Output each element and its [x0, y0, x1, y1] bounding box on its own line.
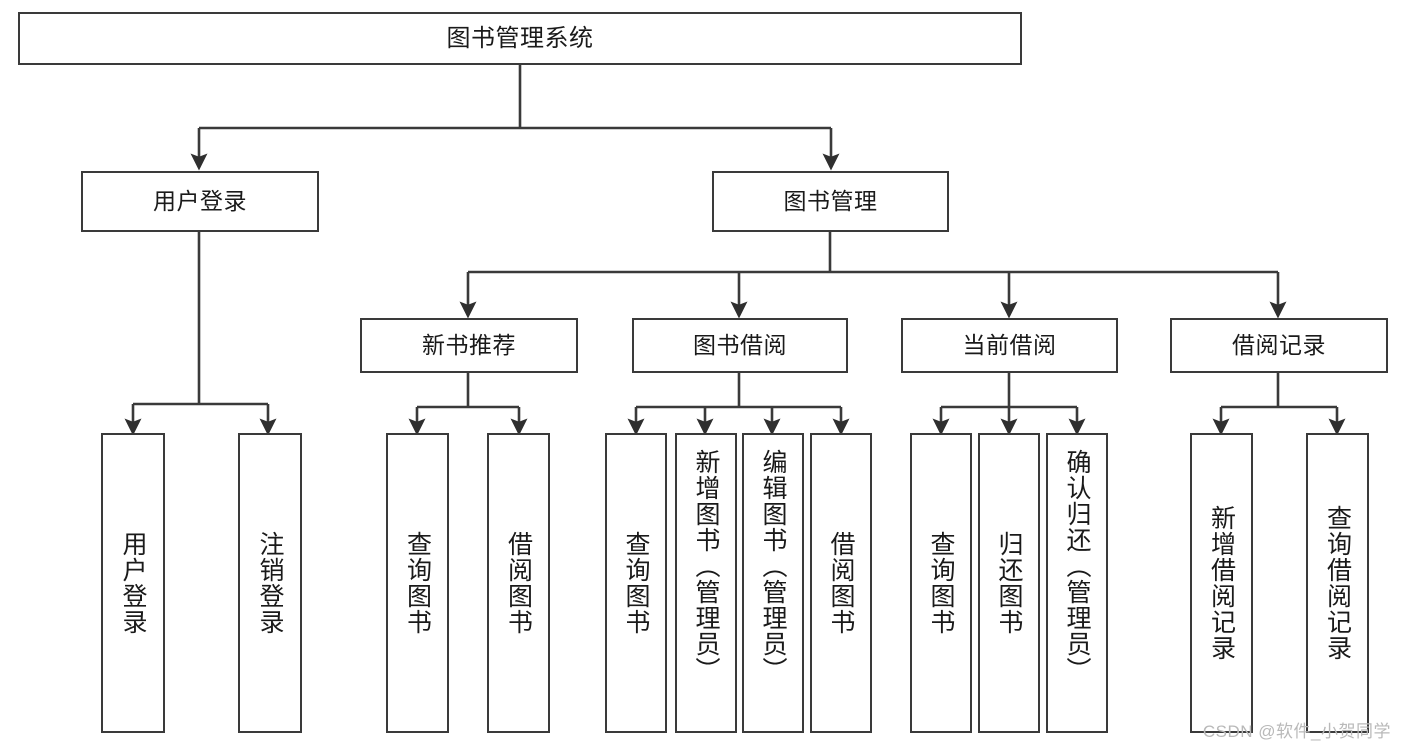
node-leaf-cur-query-book[interactable]: 查询图书	[910, 433, 972, 733]
node-leaf-borrow-query-book[interactable]: 查询图书	[605, 433, 667, 733]
csdn-watermark: CSDN @软件_小贺同学	[1202, 722, 1391, 741]
node-leaf-add-record[interactable]: 新增借阅记录	[1190, 433, 1253, 733]
node-label: 查询图书	[403, 531, 432, 635]
node-label: 编辑图书（管理员）	[759, 449, 787, 683]
node-label: 新增借阅记录	[1207, 505, 1236, 661]
node-label: 图书管理	[783, 188, 878, 215]
node-label: 查询图书	[622, 531, 650, 635]
node-label: 用户登录	[153, 188, 247, 215]
node-label: 用户登录	[119, 531, 147, 635]
node-leaf-return-book[interactable]: 归还图书	[978, 433, 1040, 733]
node-label: 新增图书（管理员）	[692, 449, 720, 683]
node-leaf-confirm-return[interactable]: 确认归还（管理员）	[1046, 433, 1108, 733]
node-label: 查询借阅记录	[1323, 505, 1352, 661]
node-borrow-record[interactable]: 借阅记录	[1170, 318, 1388, 373]
node-book-management[interactable]: 图书管理	[712, 171, 949, 232]
node-label: 借阅记录	[1232, 332, 1326, 359]
node-book-borrow[interactable]: 图书借阅	[632, 318, 848, 373]
node-new-book-recommend[interactable]: 新书推荐	[360, 318, 578, 373]
node-label: 注销登录	[256, 531, 284, 635]
node-current-borrow[interactable]: 当前借阅	[901, 318, 1118, 373]
node-root-book-management-system[interactable]: 图书管理系统	[18, 12, 1022, 65]
node-label: 借阅图书	[827, 531, 855, 635]
node-leaf-user-login[interactable]: 用户登录	[101, 433, 165, 733]
node-label: 归还图书	[995, 531, 1023, 635]
node-label: 查询图书	[927, 531, 955, 635]
node-label: 确认归还（管理员）	[1063, 449, 1091, 683]
node-leaf-edit-book[interactable]: 编辑图书（管理员）	[742, 433, 804, 733]
node-label: 图书借阅	[693, 332, 787, 359]
node-leaf-rec-query-book[interactable]: 查询图书	[386, 433, 449, 733]
node-leaf-add-book[interactable]: 新增图书（管理员）	[675, 433, 737, 733]
node-label: 新书推荐	[422, 332, 516, 359]
node-label: 图书管理系统	[446, 24, 594, 52]
node-leaf-query-record[interactable]: 查询借阅记录	[1306, 433, 1369, 733]
node-label: 当前借阅	[962, 332, 1057, 359]
node-user-login[interactable]: 用户登录	[81, 171, 319, 232]
node-leaf-rec-borrow-book[interactable]: 借阅图书	[487, 433, 550, 733]
node-leaf-borrow-book[interactable]: 借阅图书	[810, 433, 872, 733]
node-leaf-logout[interactable]: 注销登录	[238, 433, 302, 733]
node-label: 借阅图书	[504, 531, 533, 635]
